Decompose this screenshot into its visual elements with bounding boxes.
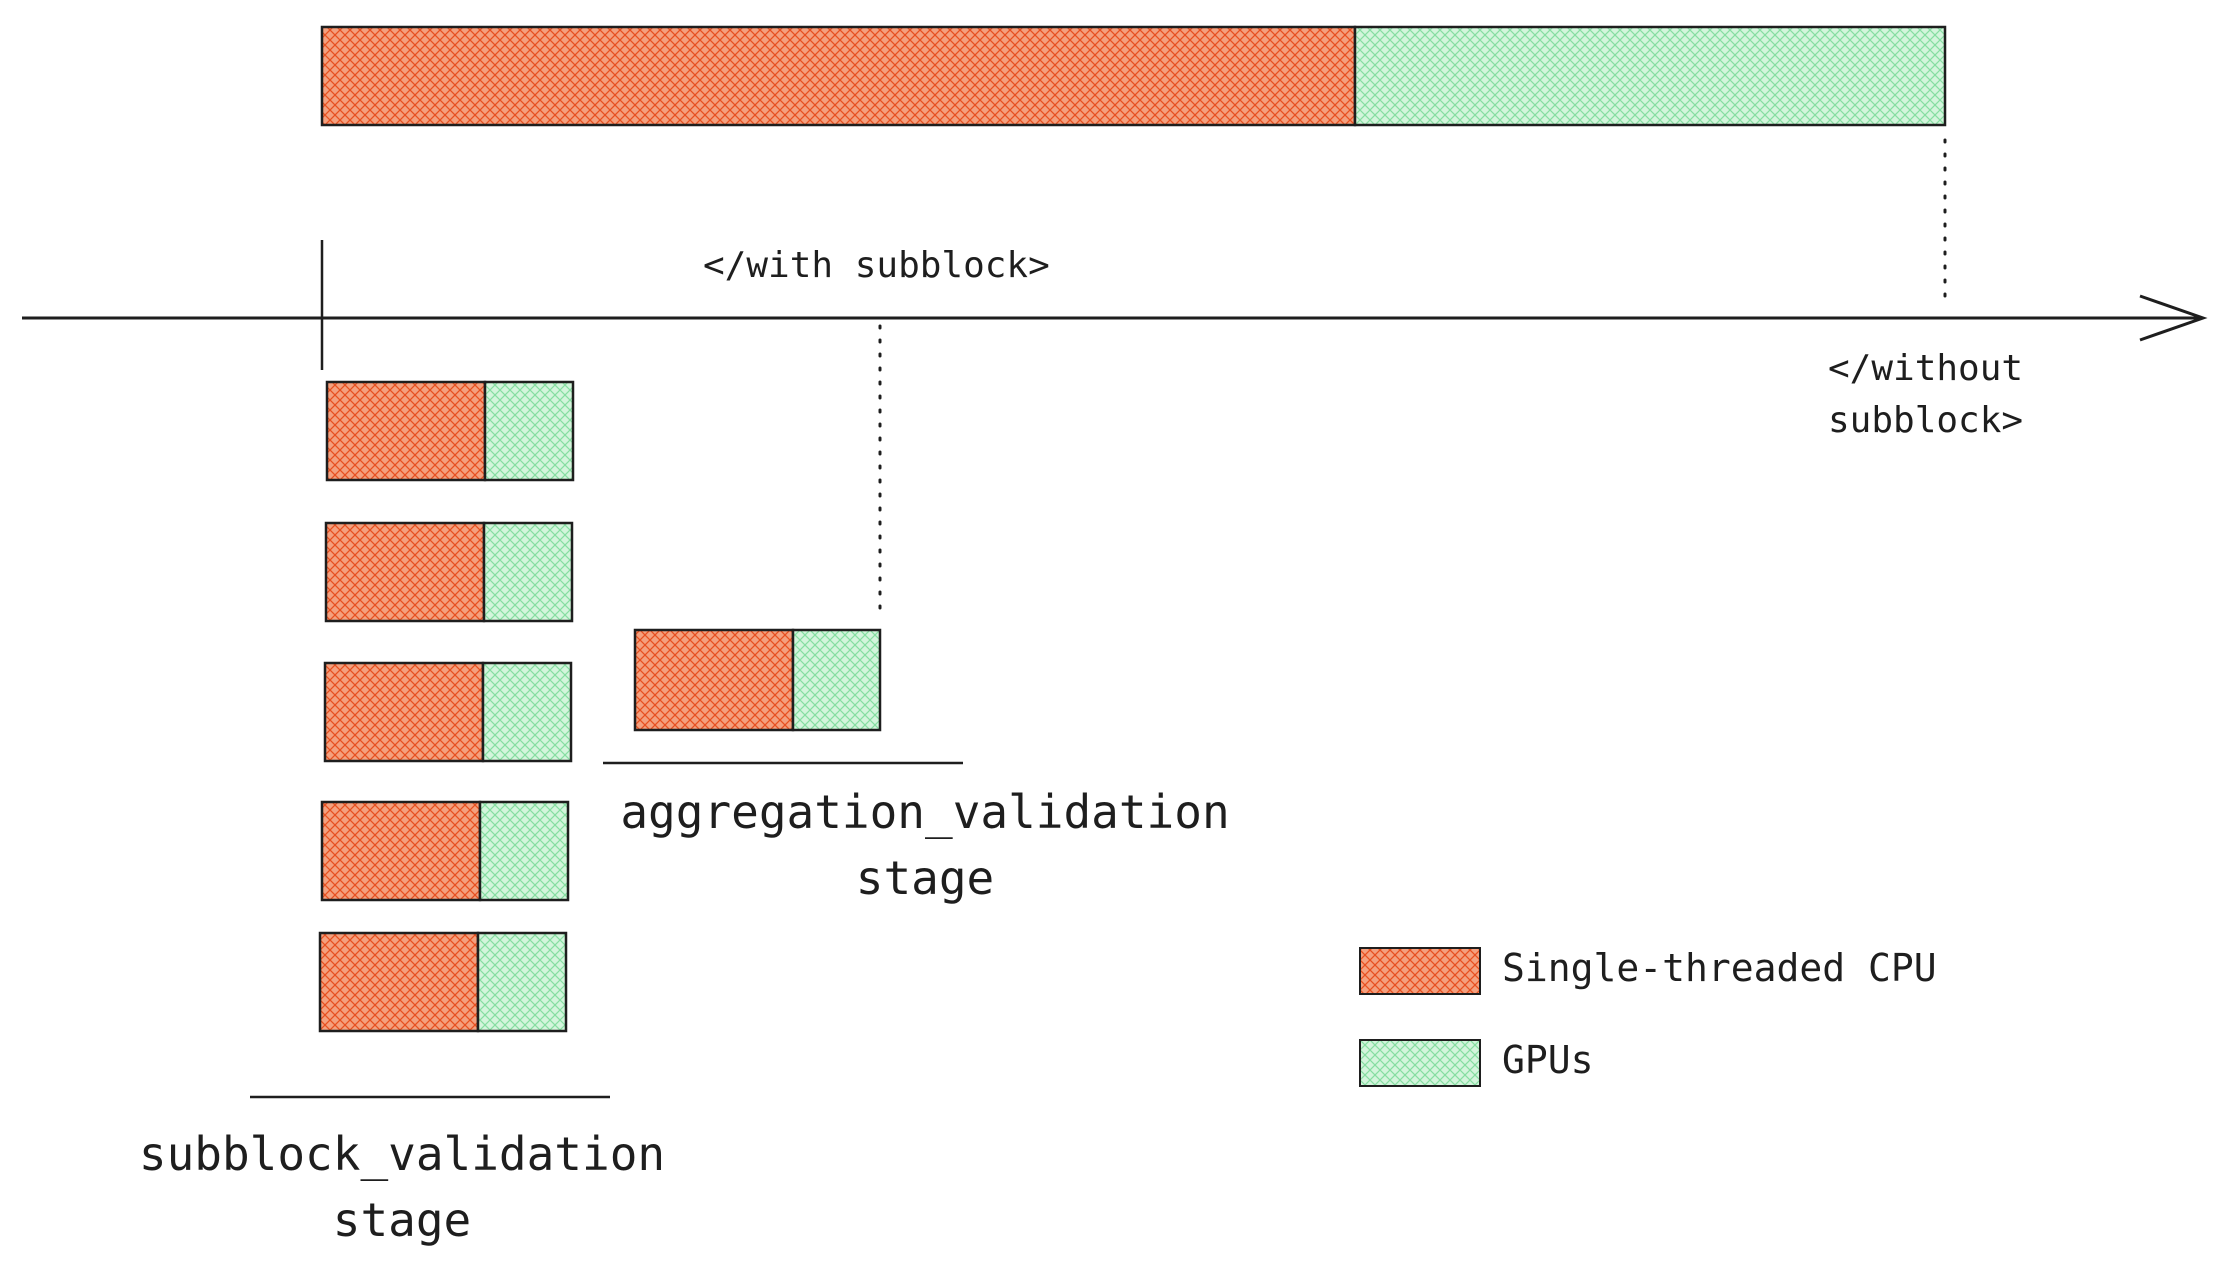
subblock-validation-blocks [318,380,575,1033]
aggregation-cpu-segment [633,628,795,732]
subblock-cpu-segment [325,380,487,482]
timeline-axis [22,240,2208,370]
without-subblock-label-line1: </without [1828,348,2023,389]
legend-cpu-swatch [1359,947,1481,995]
legend-gpu-label: GPUs [1502,1038,1594,1082]
aggregation-gpu-segment [791,628,882,732]
sequential-bar [320,25,1947,127]
sequential-cpu-segment [320,25,1357,127]
with-subblock-label: </with subblock> [703,245,1050,286]
subblock-gpu-segment [478,800,570,902]
aggregation-stage-label-line1: aggregation_validation [620,785,1229,839]
sequential-gpu-segment [1353,25,1947,127]
aggregation-stage-label-line2: stage [856,851,994,905]
subblock-block [320,800,570,902]
subblock-cpu-segment [318,931,480,1033]
subblock-gpu-segment [476,931,568,1033]
subblock-cpu-segment [323,661,485,763]
aggregation-validation-block [633,628,882,732]
subblock-stage-label-line2: stage [333,1193,471,1247]
subblock-gpu-segment [483,380,575,482]
axis-arrowhead [2139,294,2208,342]
subblock-stage-label-line1: subblock_validation [139,1127,665,1181]
legend: Single-threaded CPU GPUs [1359,946,1937,1087]
subblock-cpu-segment [320,800,482,902]
subblock-block [324,521,574,623]
subblock-gpu-segment [482,521,574,623]
subblock-block [325,380,575,482]
subblock-cpu-segment [324,521,486,623]
without-subblock-label-line2: subblock> [1828,400,2023,441]
subblock-gpu-segment [481,661,573,763]
subblock-block [323,661,573,763]
legend-cpu-label: Single-threaded CPU [1502,946,1937,990]
legend-gpu-swatch [1359,1039,1481,1087]
subblock-block [318,931,568,1033]
